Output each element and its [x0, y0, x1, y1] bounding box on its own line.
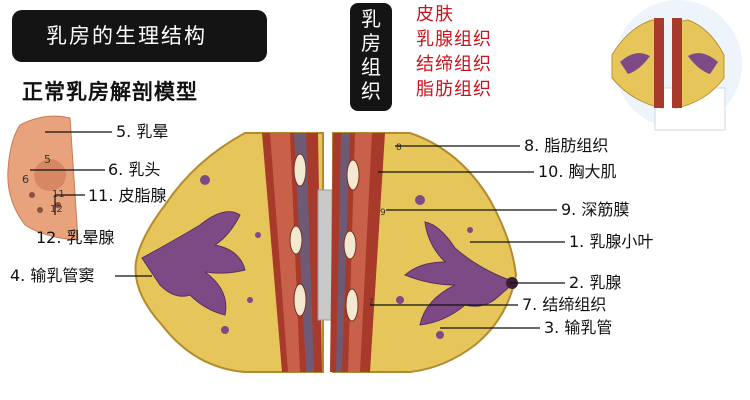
- model-number-8: 8: [396, 143, 402, 153]
- tissue-gland: 乳腺组织: [416, 29, 492, 50]
- model-number-5: 5: [44, 153, 51, 166]
- model-left-half: [134, 132, 324, 373]
- label-lactiferous-duct: 3. 输乳管: [544, 318, 613, 337]
- model-right-half: [330, 132, 518, 373]
- label-areolar-gland: 12. 乳晕腺: [36, 228, 115, 247]
- label-lobule: 1. 乳腺小叶: [569, 232, 654, 251]
- page-title: 乳房的生理结构: [12, 10, 267, 62]
- label-sebaceous-gland: 11. 皮脂腺: [88, 186, 167, 205]
- model-number-6: 6: [22, 173, 29, 186]
- label-nipple: 6. 乳头: [108, 160, 161, 179]
- model-photo: [611, 0, 742, 131]
- tissue-fat: 脂肪组织: [416, 79, 492, 100]
- areola-inset: [7, 115, 79, 241]
- label-mammary-gland: 2. 乳腺: [569, 273, 622, 292]
- page-subtitle: 正常乳房解剖模型: [22, 80, 198, 104]
- label-areola: 5. 乳晕: [116, 122, 169, 141]
- vertical-char: 组: [361, 55, 381, 79]
- tissue-skin: 皮肤: [416, 4, 454, 25]
- leader-lines: [30, 131, 565, 329]
- tissue-vertical-label: 乳 房 组 织: [350, 3, 392, 111]
- tissue-connective: 结缔组织: [416, 54, 492, 75]
- vertical-char: 织: [361, 79, 381, 103]
- model-number-7: 7: [368, 298, 374, 308]
- label-connective-tissue: 7. 结缔组织: [522, 295, 607, 314]
- vertical-char: 房: [361, 31, 381, 55]
- label-deep-fascia: 9. 深筋膜: [561, 200, 630, 219]
- vertical-char: 乳: [361, 7, 381, 31]
- model-number-12: 12: [50, 204, 63, 215]
- model-number-9: 9: [380, 208, 386, 218]
- label-lactiferous-sinus: 4. 输乳管窦: [10, 266, 95, 285]
- label-fat-tissue: 8. 脂肪组织: [524, 136, 609, 155]
- label-pectoralis-major: 10. 胸大肌: [538, 162, 617, 181]
